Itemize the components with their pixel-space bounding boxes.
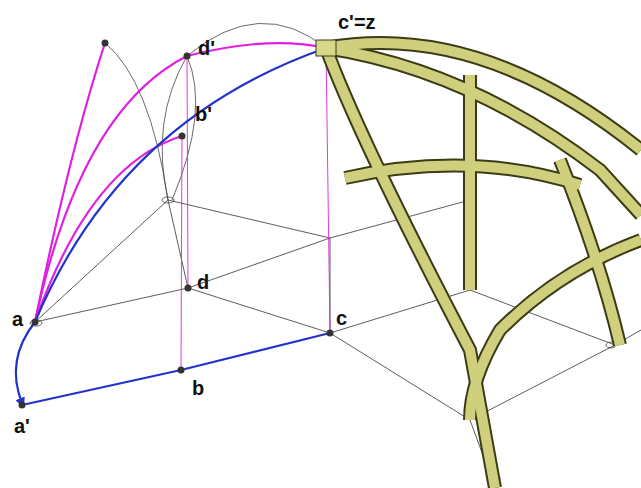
point-label: a xyxy=(12,309,23,329)
point-label: b' xyxy=(195,104,212,124)
point-label: c'=z xyxy=(338,12,376,32)
point-label: d' xyxy=(198,38,215,58)
point-label: d xyxy=(197,272,209,292)
point-label: c xyxy=(336,308,347,328)
point-label: b xyxy=(192,378,204,398)
point-label: a' xyxy=(14,416,30,436)
